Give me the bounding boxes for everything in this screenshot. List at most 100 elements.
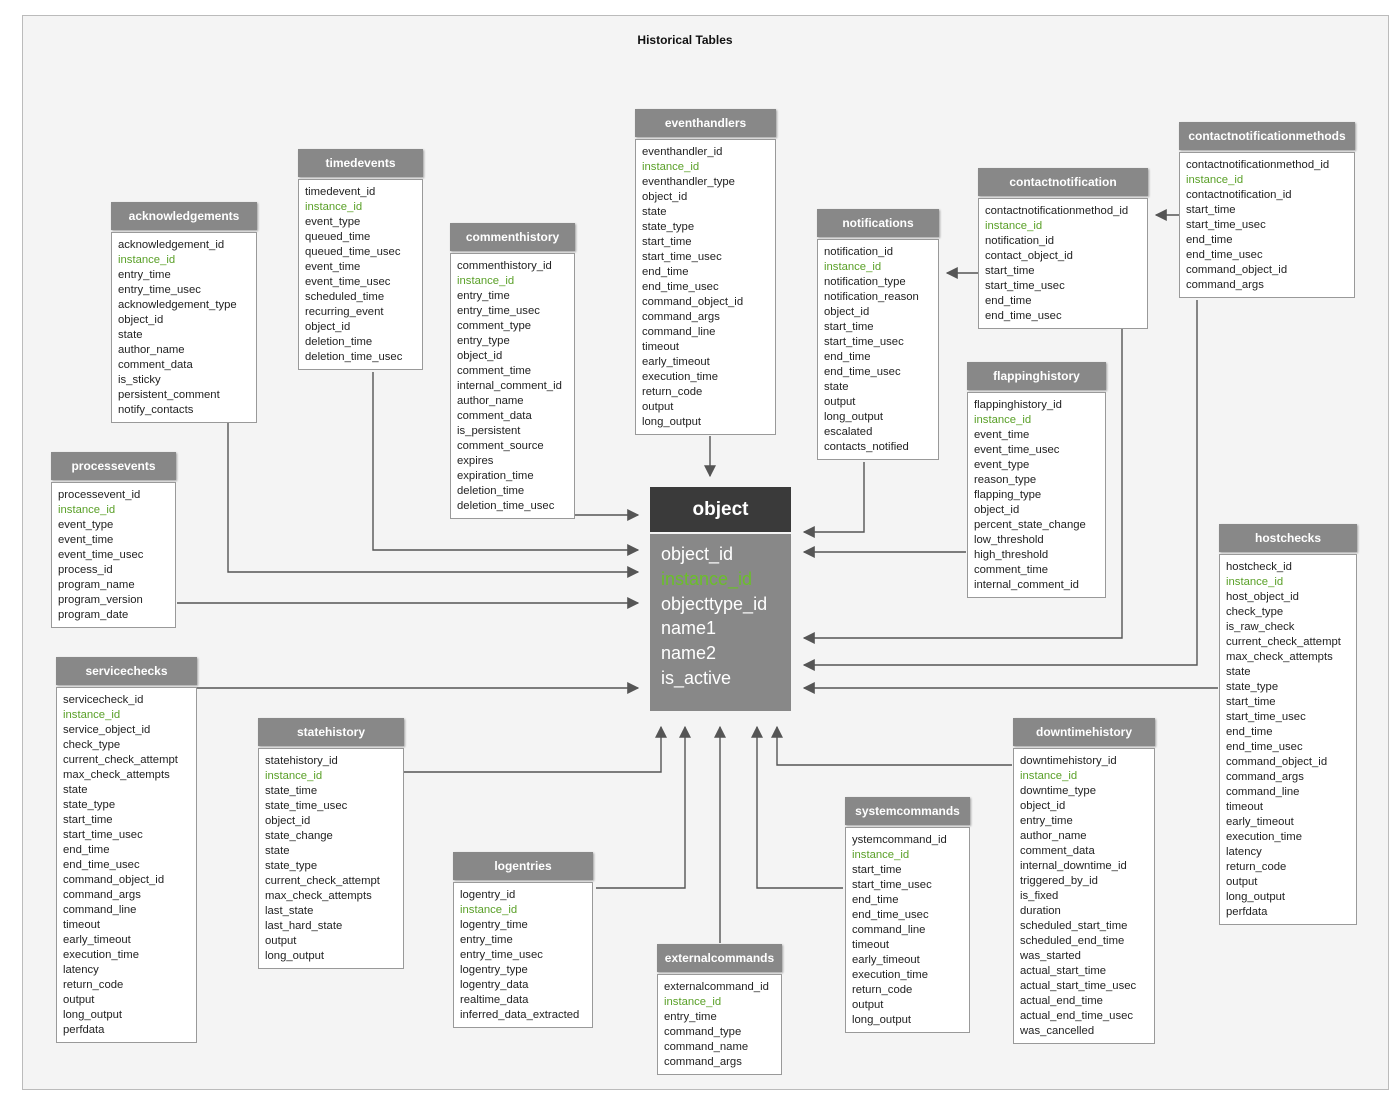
- table-field: actual_start_time_usec: [1020, 980, 1137, 992]
- table-field: latency: [63, 964, 99, 976]
- object-entity[interactable]: object object_id instance_id objecttype_…: [650, 487, 791, 711]
- table-header: processevents: [51, 452, 176, 480]
- table-field: object_id: [118, 314, 164, 326]
- table-field: long_output: [642, 416, 702, 428]
- table-field: command_line: [642, 326, 716, 338]
- table-field: internal_downtime_id: [1020, 860, 1127, 872]
- table-field: long_output: [824, 411, 884, 423]
- table-field: entry_time: [1020, 815, 1073, 827]
- table-header: systemcommands: [845, 797, 970, 825]
- table-field: start_time: [642, 236, 692, 248]
- table-field: scheduled_time: [305, 291, 385, 303]
- table-field: is_fixed: [1020, 890, 1059, 902]
- table-field: logentry_time: [460, 919, 528, 931]
- table-field: expires: [457, 455, 494, 467]
- table-field: command_line: [1226, 786, 1300, 798]
- table-field: end_time: [985, 295, 1032, 307]
- table-header: hostchecks: [1219, 524, 1357, 552]
- table-field: triggered_by_id: [1020, 875, 1098, 887]
- table-field: command_line: [63, 904, 137, 916]
- table-field: instance_id: [63, 709, 121, 721]
- table-field: actual_start_time: [1020, 965, 1107, 977]
- table-header: commenthistory: [450, 223, 575, 251]
- table-field: long_output: [265, 950, 325, 962]
- table-field: instance_id: [974, 414, 1032, 426]
- table-field: event_time_usec: [305, 276, 391, 288]
- table-field: output: [824, 396, 856, 408]
- table-field: command_args: [1226, 771, 1304, 783]
- table-field: comment_source: [457, 440, 544, 452]
- table-field: execution_time: [852, 969, 928, 981]
- table-field: long_output: [852, 1014, 912, 1026]
- table-field: execution_time: [63, 949, 139, 961]
- table-field: event_time: [58, 534, 114, 546]
- table-field: author_name: [118, 344, 185, 356]
- table-field: return_code: [852, 984, 913, 996]
- table-field: output: [1226, 876, 1258, 888]
- table-field: early_timeout: [642, 356, 710, 368]
- object-field: name1: [661, 618, 717, 639]
- table-field: downtime_type: [1020, 785, 1096, 797]
- table-field: start_time_usec: [1186, 219, 1266, 231]
- table-field: entry_time: [460, 934, 513, 946]
- table-field: instance_id: [642, 161, 700, 173]
- table-field: object_id: [1020, 800, 1066, 812]
- table-field: program_date: [58, 609, 129, 621]
- table-field: command_args: [63, 889, 141, 901]
- table-field: max_check_attempts: [1226, 651, 1333, 663]
- table-field: start_time: [1226, 696, 1276, 708]
- table-field: timeout: [63, 919, 101, 931]
- table-field: comment_data: [1020, 845, 1095, 857]
- table-header: notifications: [817, 209, 939, 237]
- table-field: author_name: [457, 395, 524, 407]
- table-field: entry_time_usec: [460, 949, 543, 961]
- table-field: command_line: [852, 924, 926, 936]
- table-field: event_time: [305, 261, 361, 273]
- diagram-title: Historical Tables: [637, 33, 733, 47]
- table-field: eventhandler_id: [642, 146, 723, 158]
- table-field: end_time: [852, 894, 899, 906]
- table-field: entry_time_usec: [457, 305, 540, 317]
- table-field: low_threshold: [974, 534, 1044, 546]
- table-field: state_time: [265, 785, 318, 797]
- table-field: command_object_id: [1226, 756, 1328, 768]
- table-field: perfdata: [63, 1024, 105, 1036]
- table-field: contacts_notified: [824, 441, 909, 453]
- table-field: object_id: [305, 321, 351, 333]
- table-field: commenthistory_id: [457, 260, 552, 272]
- table-field: process_id: [58, 564, 113, 576]
- table-field: end_time: [1226, 726, 1273, 738]
- table-field: actual_end_time_usec: [1020, 1010, 1134, 1022]
- table-field: was_started: [1020, 950, 1081, 962]
- table-field: state: [642, 206, 667, 218]
- table-field: timedevent_id: [305, 186, 376, 198]
- table-field: command_args: [664, 1056, 742, 1068]
- table-field: start_time_usec: [985, 280, 1065, 292]
- table-field: end_time: [63, 844, 110, 856]
- table-field: event_type: [305, 216, 361, 228]
- object-field: instance_id: [661, 568, 753, 589]
- table-field: early_timeout: [1226, 816, 1294, 828]
